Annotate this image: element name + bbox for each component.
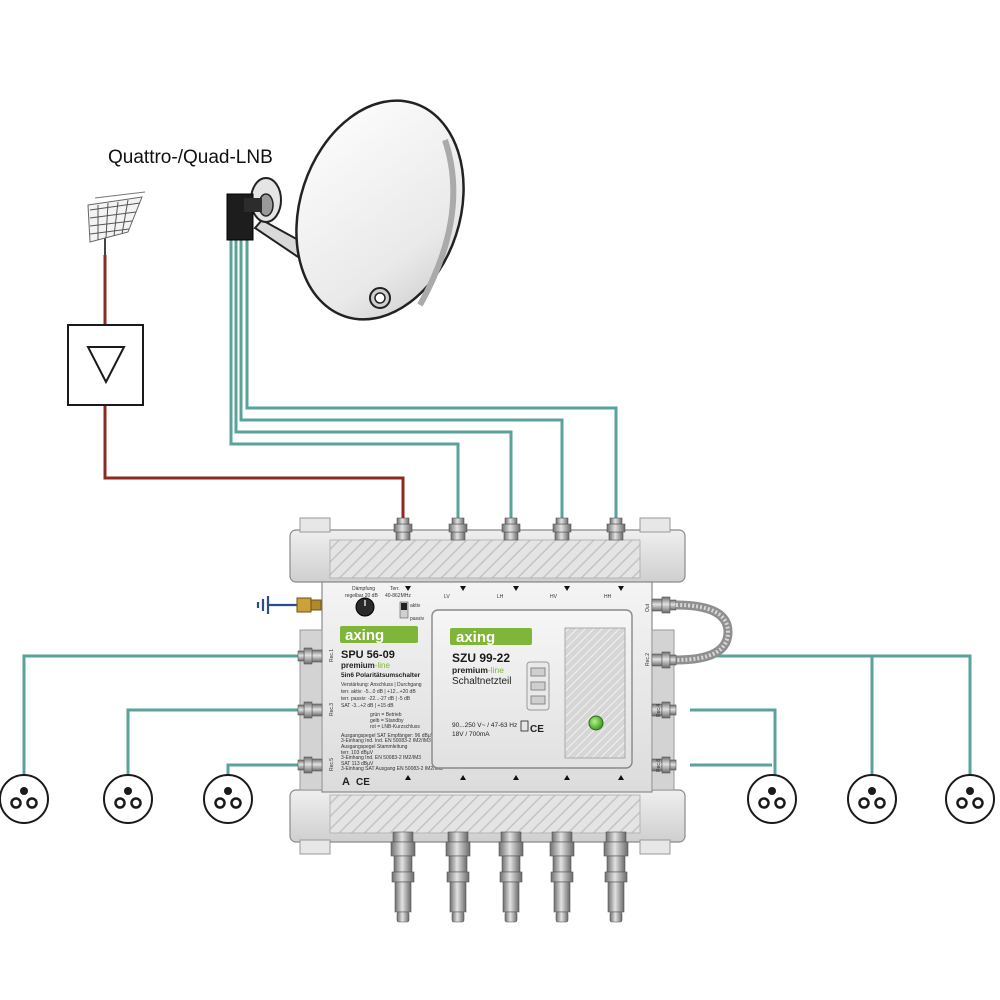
terminator-icon [390,831,416,923]
svg-text:3-Einhang Ind. Ind. EN 50083-2: 3-Einhang Ind. Ind. EN 50083-2 IM2/IM3 [341,738,431,744]
port-label-rec1: Rec.1 [329,649,335,662]
port-label-rec6: Rec.6 [656,759,662,772]
active-passive-switch[interactable] [399,601,409,619]
psu-certification-icons: CE [520,720,544,735]
hv-input-f-connector-icon[interactable] [552,517,572,541]
svg-text:gelb = Standby: gelb = Standby [370,718,404,724]
damping-knob[interactable] [355,597,375,617]
out-cascade-connector[interactable] [651,596,677,614]
multiswitch-brand: axing [345,627,384,644]
psu-line: premium-line [452,665,504,675]
svg-text:Ausgangspegel Stammleitung: Ausgangspegel Stammleitung [341,744,408,750]
multiswitch-brand-logo: axing [340,626,418,644]
input-label-lv: LV [444,594,450,600]
lnb-label: Quattro-/Quad-LNB [108,147,273,168]
damping-value: regelbar 20 dB [345,593,378,599]
psu-brand-logo: axing [450,628,532,646]
psu-spec-input: 90...250 V~ / 47-63 Hz [452,722,517,729]
svg-text:CE: CE [530,724,544,735]
terr-input-f-connector-icon[interactable] [393,517,413,541]
amplifier-triangle-icon [67,324,144,406]
input-label-hv: HV [550,594,558,600]
svg-text:3-Einhang SAT Ausgang EN 50083: 3-Einhang SAT Ausgang EN 50083-2 IM2/IM3 [341,766,443,772]
psu-subtitle: Schaltnetzteil [452,676,511,687]
tv-socket-icon [102,773,154,825]
port-label-rec5: Rec.5 [329,758,335,771]
loop-cable [675,600,733,665]
tv-socket-icon [944,773,996,825]
terrestrial-cable [103,255,405,520]
damping-label: Dämpfung [352,586,375,592]
lnb-icon [226,193,262,241]
input-label-row: Terr. 40-862MHz LV LH HV HH [385,586,624,780]
multiswitch-line: premium-line [341,661,390,670]
lh-input-f-connector-icon[interactable] [501,517,521,541]
terminator-icon [603,831,629,923]
svg-text:Verstärkung: Anschluss | Durch: Verstärkung: Anschluss | Durchgang [341,682,422,688]
svg-text:terr. aktiv: -5...0 dB | +: terr. aktiv: -5...0 dB | +12...+20 dB [341,689,416,695]
lv-input-f-connector-icon[interactable] [448,517,468,541]
terrestrial-antenna-icon [87,191,146,255]
psu-brand: axing [456,629,495,646]
tv-socket-icon [746,773,798,825]
multiswitch-model: SPU 56-09 [341,649,395,661]
svg-text:SAT 113 dBµV: SAT 113 dBµV [341,761,374,767]
tv-socket-icon [846,773,898,825]
multiswitch-subtitle: 5in6 Polaritätsumschalter [341,672,421,679]
led-legend: grün = Betrieb gelb = Standby rot = LNB-… [370,712,420,730]
psu-model: SZU 99-22 [452,651,510,665]
output-level-lines: Ausgangspegel SAT Empfänger: 96 dBµV 3-E… [341,733,443,772]
input-label-lh: LH [497,594,504,600]
tv-socket-icon [0,773,50,825]
terminator-icon [498,831,524,923]
psu-status-led [588,715,604,731]
ce-mark: A CE [342,776,370,788]
terr-freq: 40-862MHz [385,593,411,599]
port-label-rec3: Rec.3 [329,703,335,716]
receiver-cables [22,654,972,775]
switch-label-passive: passiv [410,616,425,622]
satellite-dish-icon [250,99,465,321]
port-label-rec2: Rec.2 [645,653,651,666]
input-label-hh: HH [604,594,612,600]
power-supply-unit [431,609,633,769]
ground-icon [256,596,298,614]
svg-text:terr. passiv: -22...-27 dB | -: terr. passiv: -22...-27 dB | -5 dB [341,696,411,702]
ground-terminal[interactable] [296,597,322,613]
svg-text:A: A [342,776,350,788]
svg-text:terr. 103 dBµV: terr. 103 dBµV [341,750,374,756]
svg-text:CE: CE [356,777,370,788]
spec-lines: Verstärkung: Anschluss | Durchgang terr.… [341,682,422,709]
port-label-out: Out [645,603,651,612]
svg-text:3-Einhang Ind. EN 50083-2 IM2/: 3-Einhang Ind. EN 50083-2 IM2/IM3 [341,755,421,761]
svg-text:Ausgangspegel SAT Empfänger:: Ausgangspegel SAT Empfänger: 96 dBµV [341,733,435,739]
switch-label-active: aktiv [410,603,421,609]
terminator-icon [549,831,575,923]
psu-spec-output: 18V / 700mA [452,731,490,738]
svg-text:rot = LNB-Kurzschluss: rot = LNB-Kurzschluss [370,724,420,730]
port-label-rec4: Rec.4 [656,704,662,717]
tv-socket-icon [202,773,254,825]
svg-text:grün = Betrieb: grün = Betrieb [370,712,402,718]
svg-text:SAT -3...+2 dB: SAT -3...+2 dB | +15 dB [341,703,394,709]
lnb-cables [229,240,618,520]
hh-input-f-connector-icon[interactable] [606,517,626,541]
terr-label: Terr. [390,586,400,592]
terminator-icon [445,831,471,923]
